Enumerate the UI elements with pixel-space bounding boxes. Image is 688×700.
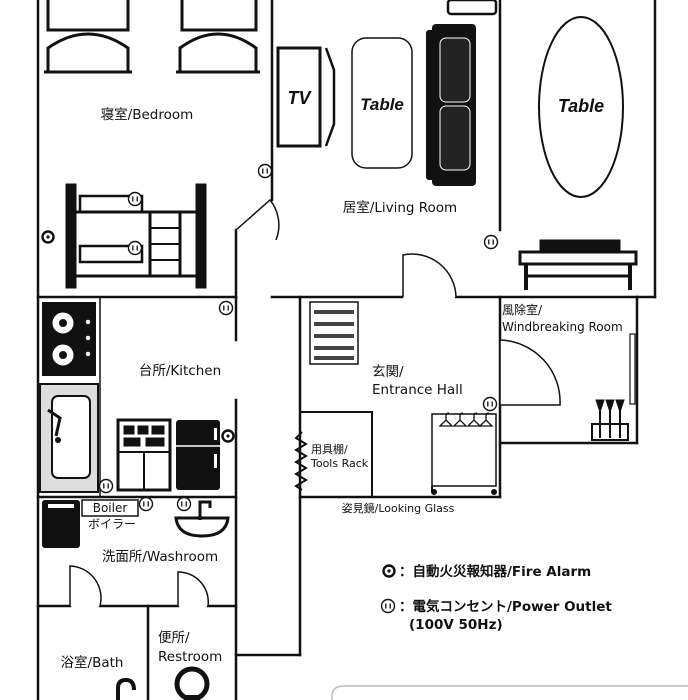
label-entrance-line2: Entrance Hall	[372, 382, 463, 398]
cupboard	[116, 418, 172, 492]
door-windbreak	[499, 339, 561, 406]
boiler-label-jp: ボイラー	[88, 517, 136, 531]
table-large-label: Table	[558, 96, 604, 116]
clothes-rack	[431, 412, 497, 495]
refrigerator	[176, 420, 220, 490]
kitchen-sink	[39, 383, 99, 493]
toilet	[174, 666, 210, 700]
fire-alarm-icon	[382, 564, 396, 578]
label-entrance-line1: 玄関/	[372, 363, 404, 380]
power-outlet-icon	[127, 240, 143, 256]
bed-2	[176, 0, 260, 74]
bunk-bed	[65, 183, 207, 289]
table-large: Table	[538, 16, 624, 198]
bottom-panel-edge	[331, 685, 688, 700]
bed-1	[44, 0, 132, 74]
umbrella-stand	[591, 399, 629, 441]
boiler: Boiler ボイラー	[42, 499, 139, 548]
label-living-room: 居室/Living Room	[343, 199, 457, 216]
boiler-label-box	[81, 499, 139, 517]
table-small: Table	[351, 37, 413, 169]
tools-rack-spring	[294, 431, 308, 491]
power-outlet-icon	[176, 496, 192, 512]
label-bedroom: 寝室/Bedroom	[101, 106, 194, 123]
wash-basin	[174, 500, 230, 538]
fire-alarm-icon	[41, 230, 55, 244]
shower	[116, 677, 136, 700]
power-outlet-icon	[257, 163, 273, 179]
label-bath: 浴室/Bath	[61, 654, 124, 671]
power-outlet-icon	[218, 300, 234, 316]
label-windbreak-line1: 風除室/	[502, 302, 543, 317]
label-restroom-line1: 便所/	[158, 630, 190, 646]
shoe-shelf	[309, 301, 359, 365]
table-small-label: Table	[360, 95, 404, 114]
stove	[42, 302, 96, 376]
tv-label: TV	[287, 88, 312, 108]
power-outlet-icon	[127, 191, 143, 207]
power-outlet-icon	[98, 478, 114, 494]
legend-power-outlet: ：電気コンセント/Power Outlet	[399, 598, 612, 615]
label-washroom: 洗面所/Washroom	[102, 549, 218, 565]
fire-alarm-icon	[221, 429, 235, 443]
windbreak-window	[629, 333, 636, 405]
legend-power-spec: (100V 50Hz)	[409, 617, 503, 633]
bench	[518, 239, 638, 290]
label-restroom-line2: Restroom	[158, 649, 222, 665]
legend: ：自動火災報知器/Fire Alarm ：電気コンセント/Power Outle…	[380, 563, 612, 633]
door-living-entrance	[402, 253, 457, 298]
label-looking-glass: 姿見鏡/Looking Glass	[342, 501, 455, 515]
power-outlet-icon	[138, 496, 154, 512]
door-bedroom	[235, 198, 280, 241]
label-tools-line2: Tools Rack	[310, 457, 369, 470]
door-restroom	[177, 571, 210, 607]
tv: TV	[276, 46, 336, 148]
label-kitchen: 台所/Kitchen	[139, 363, 221, 379]
boiler-label: Boiler	[93, 501, 128, 515]
label-tools-line1: 用具棚/	[311, 442, 348, 456]
power-outlet-icon	[483, 234, 499, 250]
label-windbreak-line2: Windbreaking Room	[502, 320, 623, 334]
power-outlet-icon	[380, 598, 396, 614]
legend-fire-alarm: ：自動火災報知器/Fire Alarm	[399, 563, 591, 580]
door-washroom	[69, 565, 102, 607]
power-outlet-icon	[482, 396, 498, 412]
sofa	[426, 0, 498, 186]
